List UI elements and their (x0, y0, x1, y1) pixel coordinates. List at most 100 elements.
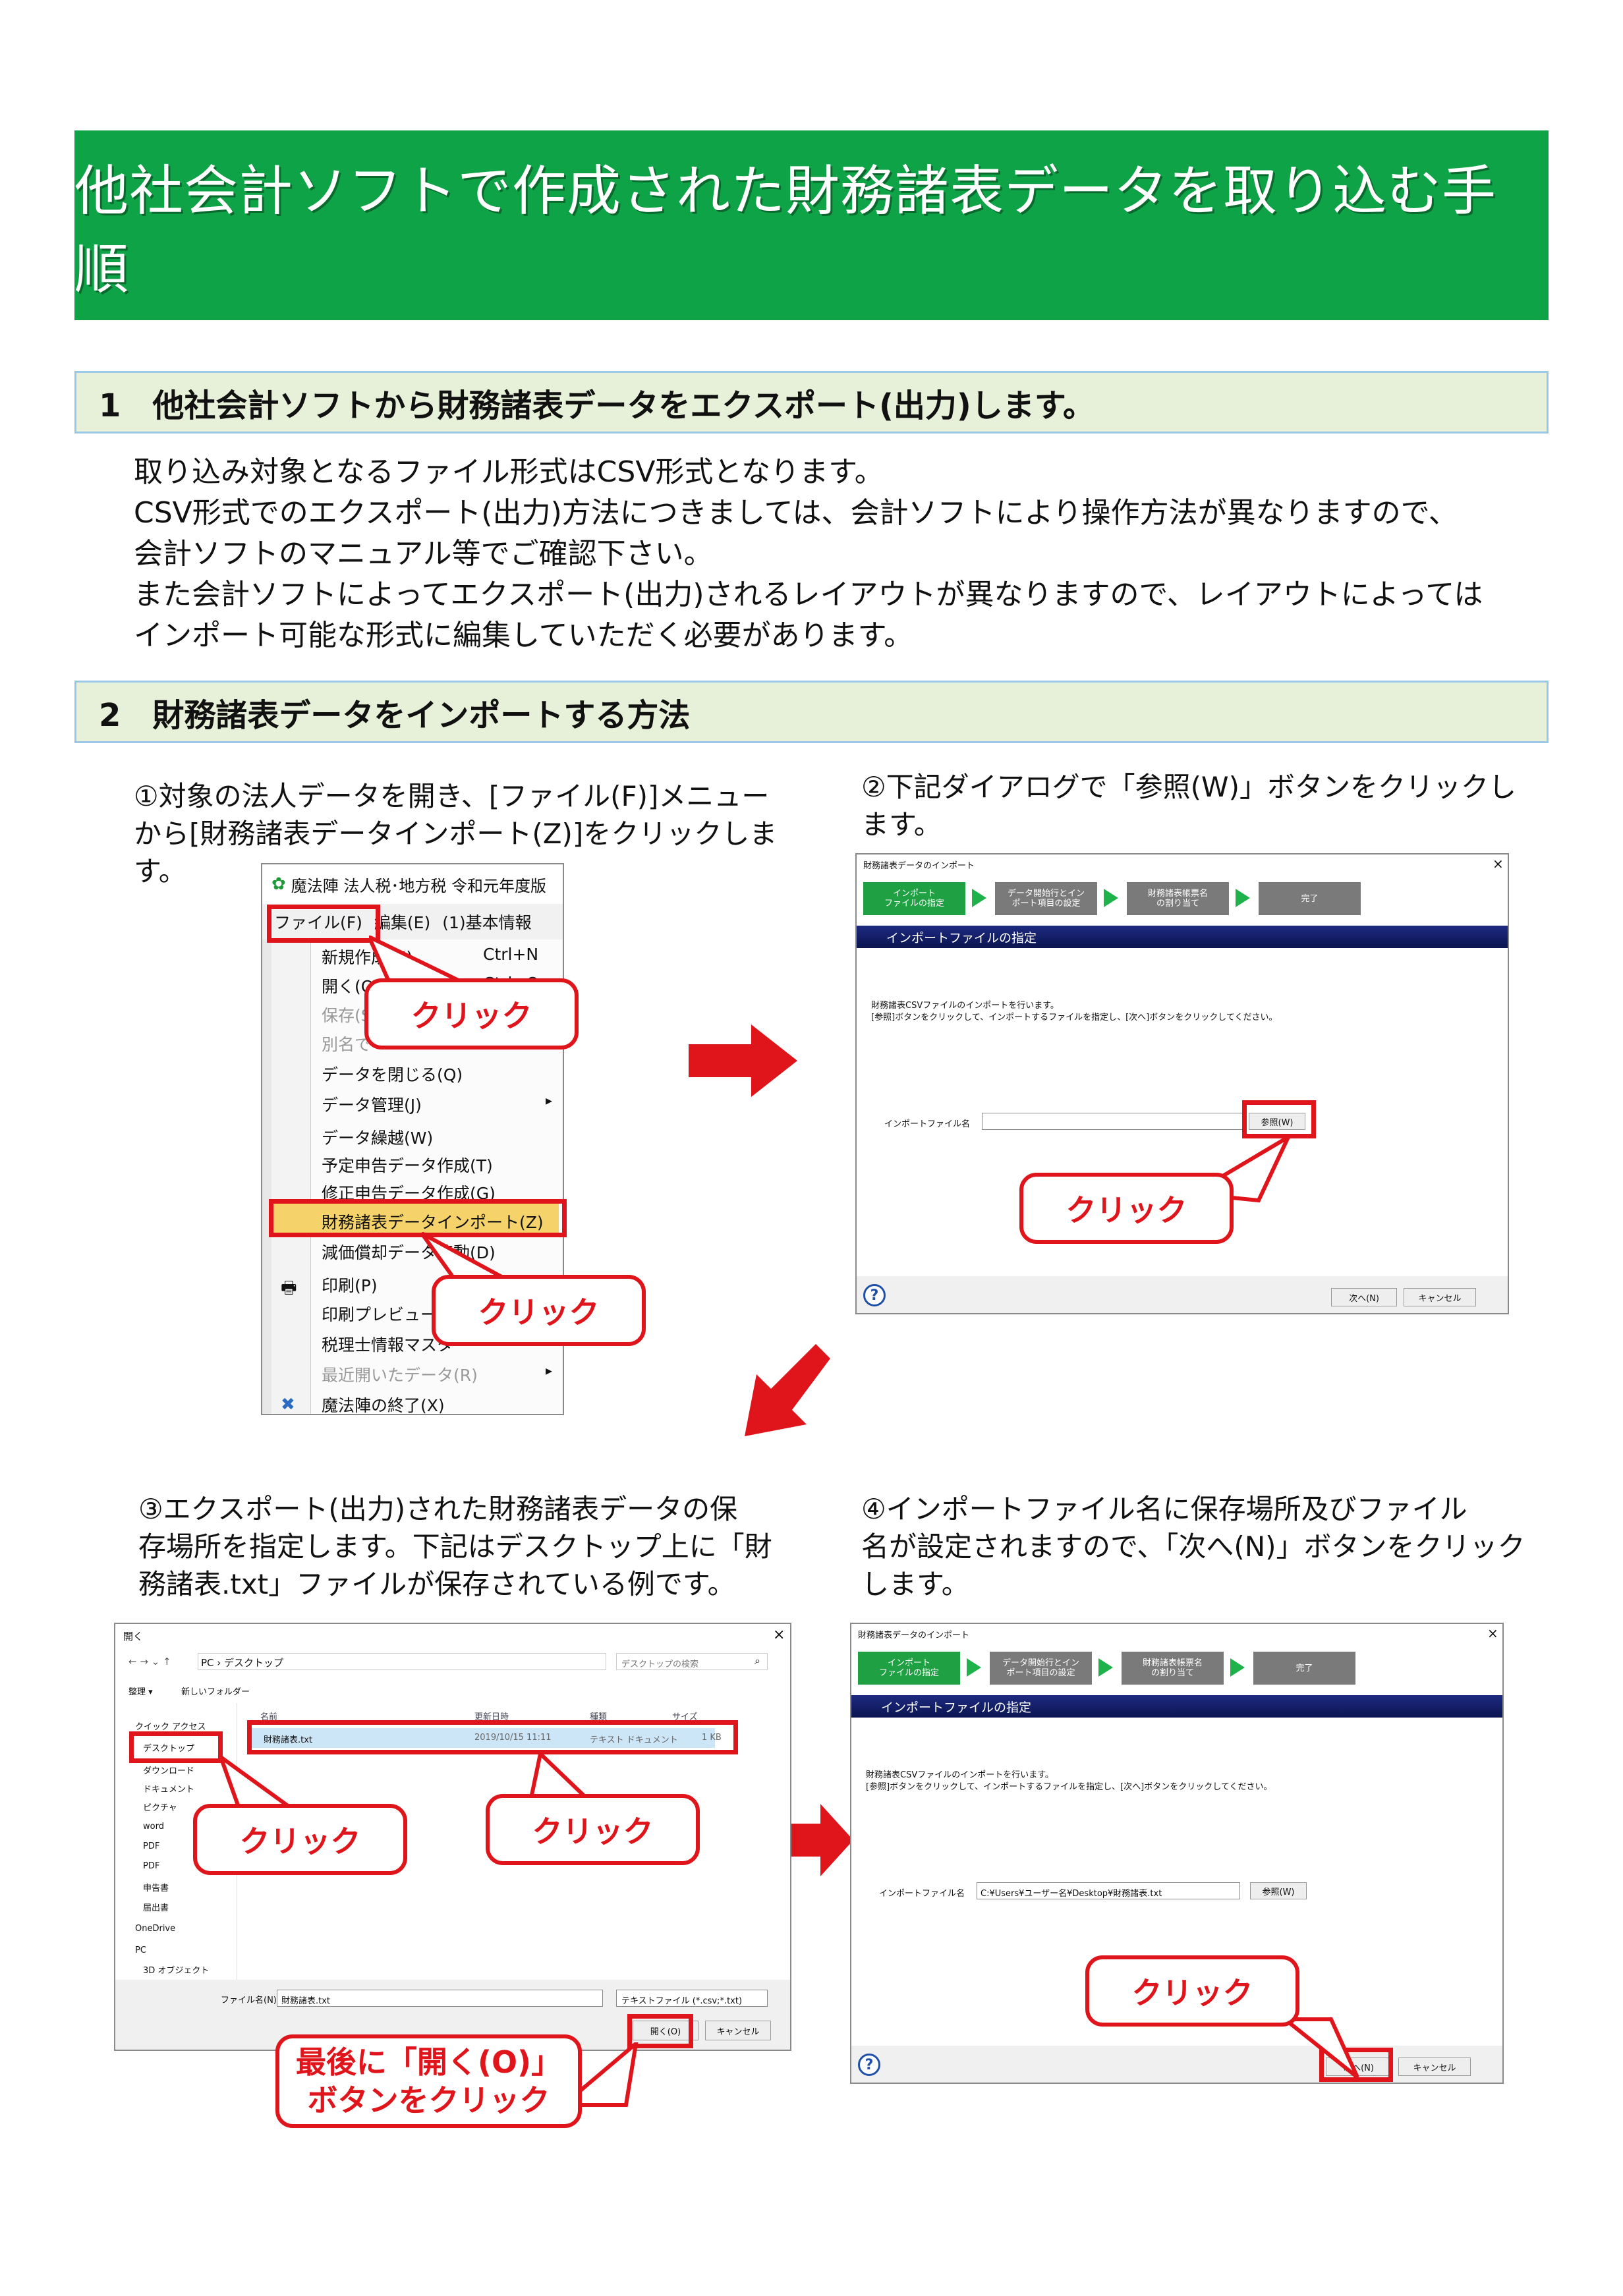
file-date: 2019/10/15 11:11 (474, 1733, 552, 1743)
search-placeholder: デスクトップの検索 (621, 1660, 699, 1669)
file-size: 1 KB (702, 1733, 722, 1743)
search-icon: ⌕ (755, 1654, 760, 1667)
page-title: 他社会計ソフトで作成された財務諸表データを取り込む手順 (74, 160, 1497, 301)
description-2: [参照]ボタンをクリックして、インポートするファイルを指定し、[次へ]ボタンをク… (871, 1013, 1278, 1022)
help-icon[interactable]: ? (863, 1284, 886, 1306)
menu-item-save-as[interactable]: 別名で (322, 1035, 372, 1054)
menu-file[interactable]: ファイル(F) (274, 913, 362, 932)
browse-button[interactable]: 参照(W) (1250, 1882, 1307, 1899)
dialog-title: 財務諸表データのインポート (863, 861, 975, 871)
nav-documents[interactable]: ドキュメント (143, 1785, 195, 1795)
step2-import-dialog: 財務諸表データのインポート × インポート ファイルの指定 データ開始行とイン … (855, 853, 1509, 1314)
exit-icon: ✖ (281, 1395, 295, 1414)
address-path[interactable]: PC › デスクトップ (201, 1657, 284, 1669)
import-file-input[interactable] (982, 1113, 1245, 1130)
step4-line-1: ④インポートファイル名に保存場所及びファイル (861, 1493, 1467, 1525)
wizard-step-4: 完了 (1253, 1652, 1355, 1685)
column-type[interactable]: 種類 (590, 1712, 608, 1722)
column-size[interactable]: サイズ (672, 1712, 698, 1722)
down-left-arrow-icon (745, 1344, 830, 1436)
file-highlight-box (247, 1720, 738, 1754)
menubar: ファイル(F) 編集(E) (1)基本情報 (262, 904, 563, 939)
menu-item-carry-over[interactable]: データ繰越(W) (322, 1129, 434, 1148)
right-arrow-icon (689, 1024, 797, 1097)
file-row-selected[interactable] (247, 1728, 715, 1748)
close-icon[interactable]: × (773, 1627, 785, 1643)
step3-line-2: 存場所を指定します。下記はデスクトップ上に「財 (138, 1530, 772, 1563)
close-icon[interactable]: × (1493, 856, 1504, 872)
cancel-button[interactable]: キャンセル (1398, 2058, 1471, 2076)
menu-item-planned-return[interactable]: 予定申告データ作成(T) (322, 1156, 493, 1175)
nav-onedrive[interactable]: OneDrive (135, 1924, 176, 1934)
search-box[interactable] (616, 1653, 768, 1670)
column-date[interactable]: 更新日時 (474, 1712, 509, 1722)
menu-item-accountant-master[interactable]: 税理士情報マスタ (322, 1335, 454, 1355)
menu-edit[interactable]: 編集(E) (374, 913, 431, 932)
nav-downloads[interactable]: ダウンロード (143, 1766, 195, 1776)
menu-item-financial-import[interactable]: 財務諸表データインポート(Z) (322, 1213, 544, 1232)
organize-menu[interactable]: 整理 ▾ (128, 1687, 153, 1697)
nav-desktop[interactable]: デスクトップ (143, 1744, 195, 1754)
desktop-highlight-box (129, 1731, 223, 1763)
import-file-input[interactable] (977, 1882, 1240, 1899)
nav-pictures[interactable]: ピクチャ (143, 1803, 177, 1813)
step2-callout: クリック (1019, 1173, 1234, 1244)
menu-item-recent[interactable]: 最近開いたデータ(R) (322, 1366, 478, 1385)
section1-line-1: 取り込み対象となるファイル形式はCSV形式となります。 (134, 455, 884, 489)
nav-3d-objects[interactable]: 3D オブジェクト (143, 1966, 210, 1976)
nav-pc[interactable]: PC (135, 1946, 146, 1955)
column-name[interactable]: 名前 (260, 1712, 278, 1722)
file-menu-highlight-box (267, 905, 380, 943)
file-name: 財務諸表.txt (264, 1735, 313, 1745)
menu-item-close-data[interactable]: データを閉じる(Q) (322, 1065, 463, 1084)
nav-notifications[interactable]: 届出書 (143, 1903, 169, 1913)
back-forward-icon[interactable]: ← → ⌄ ↑ (128, 1656, 171, 1667)
nav-tax-returns[interactable]: 申告書 (143, 1884, 169, 1893)
left-toolbar-strip (262, 939, 271, 1414)
menu-basic-info[interactable]: (1)基本情報 (442, 913, 532, 932)
menu-item-exit[interactable]: 魔法陣の終了(X) (322, 1396, 445, 1415)
step2-line-2: ます。 (861, 808, 942, 841)
close-icon[interactable]: × (1487, 1625, 1498, 1641)
menu-item-data-management[interactable]: データ管理(J) (322, 1096, 422, 1115)
nav-word[interactable]: word (143, 1822, 164, 1832)
field-label: インポートファイル名 (879, 1889, 965, 1899)
import-file-value: C:¥Users¥ユーザー名¥Desktop¥財務諸表.txt (981, 1889, 1162, 1899)
wizard-step-4: 完了 (1259, 882, 1361, 915)
step1-callout-1: クリック (364, 978, 579, 1050)
section2-heading: 2 財務諸表データをインポートする方法 (74, 681, 1549, 743)
dialog-footer (851, 2046, 1502, 2083)
step4-callout: クリック (1085, 1955, 1299, 2027)
dialog-title: 財務諸表データのインポート (858, 1631, 970, 1640)
submenu-arrow-icon: ▸ (546, 1092, 553, 1108)
help-icon[interactable]: ? (858, 2054, 880, 2076)
new-folder-button[interactable]: 新しいフォルダー (181, 1687, 250, 1697)
nav-quick-access[interactable]: クイック アクセス (135, 1722, 206, 1732)
wizard-step-2: データ開始行とイン ポート項目の設定 (995, 882, 1097, 915)
file-type: テキスト ドキュメント (590, 1735, 678, 1745)
cancel-button[interactable]: キャンセル (705, 2021, 771, 2040)
browse-highlight-box (1242, 1100, 1316, 1138)
filename-input[interactable] (277, 1990, 603, 2007)
step1-line-3: す。 (134, 855, 186, 887)
nav-pdf-1[interactable]: PDF (143, 1841, 160, 1851)
step3-callout-2: クリック (486, 1794, 700, 1865)
nav-pdf-2[interactable]: PDF (143, 1861, 160, 1871)
menu-item-print[interactable]: 印刷(P) (322, 1276, 378, 1295)
shortcut-new: Ctrl+N (483, 945, 539, 964)
file-type-select[interactable] (616, 1990, 768, 2007)
open-button[interactable]: 開く(O) (633, 2021, 698, 2040)
address-bar[interactable] (198, 1653, 606, 1670)
menu-item-print-preview[interactable]: 印刷プレビュー (322, 1305, 438, 1324)
step3-open-dialog: 開く × ← → ⌄ ↑ PC › デスクトップ デスクトップの検索 ⌕ 整理 … (114, 1623, 791, 2051)
next-button[interactable]: 次へ(N) (1331, 1288, 1397, 1306)
browse-button[interactable]: 参照(W) (1249, 1113, 1305, 1130)
cancel-button[interactable]: キャンセル (1404, 1288, 1476, 1306)
field-label: インポートファイル名 (884, 1119, 971, 1129)
submenu-arrow-icon: ▸ (546, 1362, 553, 1378)
step1-callout-2: クリック (432, 1275, 646, 1346)
wizard-arrow-icon (1104, 889, 1118, 907)
step3-line-1: ③エクスポート(出力)された財務諸表データの保 (138, 1493, 738, 1525)
wizard-arrow-icon (967, 1658, 981, 1677)
filename-label: ファイル名(N): (221, 1996, 280, 2005)
